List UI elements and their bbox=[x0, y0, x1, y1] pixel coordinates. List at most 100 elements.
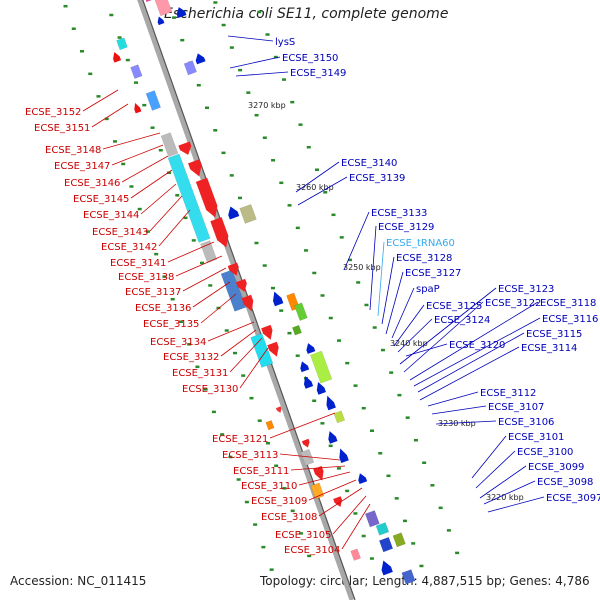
right-gene-label: ECSE_tRNA60 bbox=[386, 238, 455, 249]
gene-arrow bbox=[301, 438, 310, 448]
track-mark bbox=[167, 171, 172, 175]
gene-arrow bbox=[157, 16, 165, 26]
left-gene-label: ECSE_3110 bbox=[241, 481, 297, 492]
right-gene-label: ECSE_3120 bbox=[449, 340, 505, 351]
track-mark bbox=[237, 196, 242, 200]
track-mark bbox=[372, 326, 377, 329]
gene-block bbox=[300, 448, 315, 466]
left-gene-label: ECSE_3151 bbox=[34, 123, 90, 134]
right-gene-label: ECSE_3128 bbox=[396, 253, 452, 264]
right-leader-line bbox=[227, 35, 274, 42]
left-leader-line bbox=[121, 155, 169, 183]
left-leader-line bbox=[149, 195, 183, 232]
left-leader-line bbox=[182, 267, 227, 292]
track-mark bbox=[178, 320, 183, 323]
track-mark bbox=[180, 38, 185, 42]
left-leader-line bbox=[239, 347, 269, 389]
track-mark bbox=[386, 474, 391, 478]
track-mark bbox=[411, 542, 416, 545]
left-gene-label: ECSE_3113 bbox=[222, 450, 278, 461]
left-leader-line bbox=[308, 479, 357, 501]
accession-text: Accession: NC_011415 bbox=[10, 574, 147, 588]
right-leader-line bbox=[369, 225, 377, 311]
right-leader-line bbox=[385, 271, 404, 335]
right-gene-label: ECSE_3139 bbox=[349, 173, 405, 184]
track-mark bbox=[274, 464, 279, 468]
gene-arrow bbox=[176, 7, 187, 19]
track-mark bbox=[200, 261, 205, 265]
gene-arrow bbox=[235, 278, 247, 292]
track-mark bbox=[175, 194, 180, 197]
gene-arrow bbox=[316, 382, 326, 395]
track-mark bbox=[162, 275, 167, 278]
right-gene-label: ECSE_3097 bbox=[546, 493, 600, 504]
track-mark bbox=[455, 551, 460, 555]
track-mark bbox=[446, 529, 451, 532]
track-mark bbox=[279, 309, 284, 312]
right-gene-label: ECSE_3149 bbox=[290, 68, 346, 79]
track-mark bbox=[378, 452, 383, 455]
track-mark bbox=[336, 467, 341, 470]
gene-arrow bbox=[303, 376, 314, 389]
right-leader-line bbox=[413, 317, 541, 387]
left-leader-line bbox=[175, 255, 223, 277]
track-mark bbox=[361, 406, 366, 410]
left-leader-line bbox=[220, 329, 257, 357]
left-gene-label: ECSE_3144 bbox=[83, 210, 139, 221]
kbp-tick-label: 3260 kbp bbox=[296, 183, 334, 192]
track-mark bbox=[353, 512, 358, 515]
track-mark bbox=[397, 393, 402, 397]
right-gene-label: ECSE_3115 bbox=[526, 329, 582, 340]
kbp-tick-label: 3230 kbp bbox=[438, 419, 476, 428]
right-gene-label: ECSE_3125 bbox=[426, 301, 482, 312]
gene-arrow bbox=[134, 102, 142, 114]
track-mark bbox=[238, 68, 243, 72]
track-mark bbox=[295, 226, 300, 230]
track-mark bbox=[129, 185, 134, 188]
left-gene-label: ECSE_3146 bbox=[64, 178, 120, 189]
track-mark bbox=[257, 419, 262, 422]
right-leader-line bbox=[295, 161, 340, 193]
track-mark bbox=[104, 117, 109, 121]
gene-arrow bbox=[328, 431, 338, 444]
track-mark bbox=[331, 213, 336, 217]
track-mark bbox=[137, 207, 142, 211]
gene-block bbox=[145, 90, 161, 111]
track-mark bbox=[345, 489, 350, 493]
track-mark bbox=[413, 438, 418, 442]
right-gene-label: ECSE_3150 bbox=[282, 53, 338, 64]
right-leader-line bbox=[435, 420, 497, 425]
track-mark bbox=[196, 83, 201, 87]
track-mark bbox=[323, 191, 328, 194]
gene-block bbox=[145, 0, 153, 3]
right-gene-label: ECSE_3112 bbox=[480, 388, 536, 399]
track-mark bbox=[213, 129, 218, 132]
right-leader-line bbox=[483, 480, 536, 505]
track-mark bbox=[88, 72, 93, 76]
left-gene-label: ECSE_3135 bbox=[143, 319, 199, 330]
kbp-tick-label: 3250 kbp bbox=[343, 263, 381, 272]
right-gene-label: lysS bbox=[275, 37, 295, 48]
gene-arrow bbox=[339, 448, 349, 464]
track-mark bbox=[154, 252, 159, 256]
left-leader-line bbox=[298, 471, 351, 486]
track-mark bbox=[306, 145, 311, 149]
left-gene-label: ECSE_3104 bbox=[284, 545, 340, 556]
track-mark bbox=[356, 281, 361, 284]
right-gene-label: spaP bbox=[416, 284, 440, 295]
left-gene-label: ECSE_3142 bbox=[101, 242, 157, 253]
left-leader-line bbox=[130, 169, 173, 199]
track-mark bbox=[314, 168, 319, 172]
track-mark bbox=[273, 55, 278, 59]
gene-arrow bbox=[113, 51, 122, 63]
track-mark bbox=[236, 478, 241, 481]
map-title: Escherichia coli SE11, complete genome bbox=[164, 6, 449, 22]
gene-block bbox=[154, 0, 173, 17]
track-mark bbox=[145, 230, 150, 233]
track-mark bbox=[265, 441, 270, 445]
gene-block bbox=[291, 324, 302, 336]
left-gene-label: ECSE_3121 bbox=[212, 434, 268, 445]
gene-arrow bbox=[195, 177, 218, 218]
track-mark bbox=[353, 384, 358, 387]
right-leader-line bbox=[297, 176, 348, 206]
